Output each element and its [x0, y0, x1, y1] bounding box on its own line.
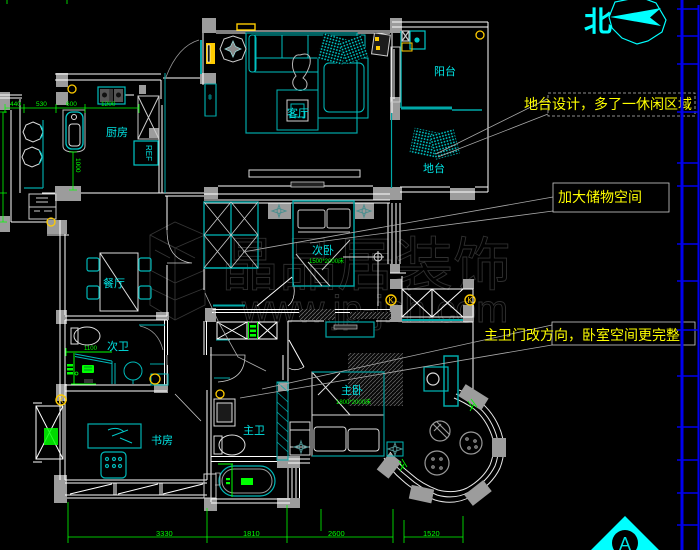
svg-text:地台: 地台	[423, 161, 445, 175]
svg-text:600: 600	[66, 101, 77, 108]
svg-text:主卫: 主卫	[243, 424, 265, 437]
svg-text:厨房: 厨房	[106, 126, 128, 139]
svg-text:餐厅: 餐厅	[103, 276, 125, 290]
svg-text:阳台: 阳台	[434, 64, 456, 78]
svg-text:1100: 1100	[84, 346, 98, 352]
svg-text:客厅: 客厅	[287, 106, 309, 120]
svg-text:次卧: 次卧	[312, 243, 334, 257]
svg-text:A: A	[619, 534, 631, 550]
svg-text:1810: 1810	[243, 529, 260, 538]
svg-text:3330: 3330	[156, 529, 173, 538]
svg-text:地台设计，多了一休闲区域: 地台设计，多了一休闲区域	[524, 96, 692, 112]
svg-text:440: 440	[10, 101, 21, 108]
svg-text:1200: 1200	[101, 101, 116, 108]
svg-text:1800*2000床: 1800*2000床	[336, 398, 371, 406]
svg-text:主卫门改方向，卧室空间更完整: 主卫门改方向，卧室空间更完整	[484, 327, 680, 343]
svg-text:北: 北	[584, 6, 612, 37]
svg-text:加大储物空间: 加大储物空间	[558, 189, 642, 205]
svg-text:2600: 2600	[328, 529, 345, 538]
svg-text:书房: 书房	[151, 434, 173, 447]
svg-text:主卧: 主卧	[341, 384, 363, 397]
svg-text:1000: 1000	[74, 158, 81, 173]
svg-text:530: 530	[36, 101, 47, 108]
svg-text:次卫: 次卫	[107, 339, 129, 353]
svg-text:1520: 1520	[423, 529, 440, 538]
svg-text:REF: REF	[144, 145, 153, 161]
svg-text:晶品居装饰: 晶品居装饰	[221, 233, 511, 298]
svg-text:1500*2000床: 1500*2000床	[309, 257, 344, 265]
